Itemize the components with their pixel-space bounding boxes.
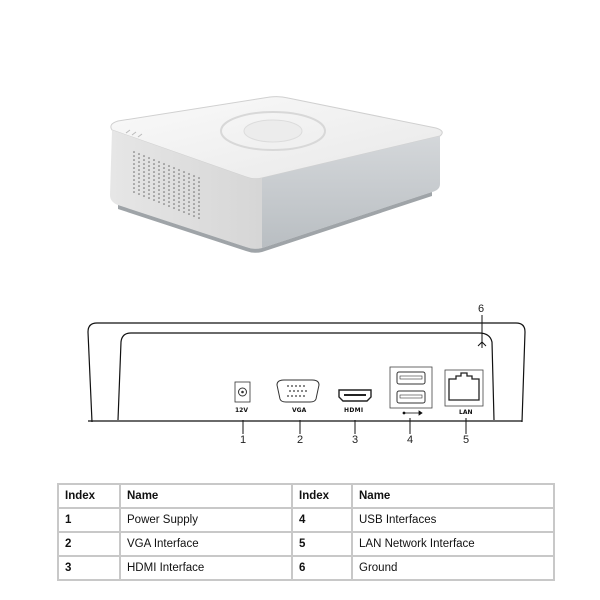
rear-panel-diagram: [87, 315, 526, 434]
cell-index: 6: [291, 555, 353, 581]
header-name-2: Name: [351, 483, 555, 509]
cell-index: 2: [57, 531, 121, 557]
callout-5: 5: [463, 434, 470, 446]
cell-name: LAN Network Interface: [351, 531, 555, 557]
port-label-12v: 12V: [235, 407, 248, 414]
cell-name: HDMI Interface: [119, 555, 293, 581]
port-label-vga: VGA: [292, 407, 307, 414]
table-row: 1 Power Supply 4 USB Interfaces: [57, 507, 555, 533]
cell-index: 5: [291, 531, 353, 557]
port-label-lan: LAN: [459, 409, 473, 416]
port-label-hdmi: HDMI: [344, 407, 364, 414]
usb-icon: [402, 410, 423, 416]
callout-1: 1: [240, 434, 247, 446]
ground-icon: [477, 315, 487, 348]
cell-index: 3: [57, 555, 121, 581]
cell-name: USB Interfaces: [351, 507, 555, 533]
hdmi-port: [338, 389, 372, 402]
cell-index: 1: [57, 507, 121, 533]
header-index-2: Index: [291, 483, 353, 509]
vga-port: [276, 379, 320, 403]
callout-4: 4: [407, 434, 414, 446]
lan-port: [444, 369, 484, 407]
device-photo: [110, 96, 443, 253]
header-name-1: Name: [119, 483, 293, 509]
callout-3: 3: [352, 434, 359, 446]
table-header-row: Index Name Index Name: [57, 483, 555, 509]
table-row: 2 VGA Interface 5 LAN Network Interface: [57, 531, 555, 557]
cell-name: Ground: [351, 555, 555, 581]
power-port: [234, 381, 251, 403]
usb-ports: [389, 366, 433, 416]
cell-name: VGA Interface: [119, 531, 293, 557]
callout-6: 6: [478, 303, 485, 315]
callout-2: 2: [297, 434, 304, 446]
table-row: 3 HDMI Interface 6 Ground: [57, 555, 555, 581]
port-index-table: Index Name Index Name 1 Power Supply 4 U…: [57, 483, 555, 581]
header-index-1: Index: [57, 483, 121, 509]
vent-grille: [133, 151, 200, 219]
cell-index: 4: [291, 507, 353, 533]
cell-name: Power Supply: [119, 507, 293, 533]
